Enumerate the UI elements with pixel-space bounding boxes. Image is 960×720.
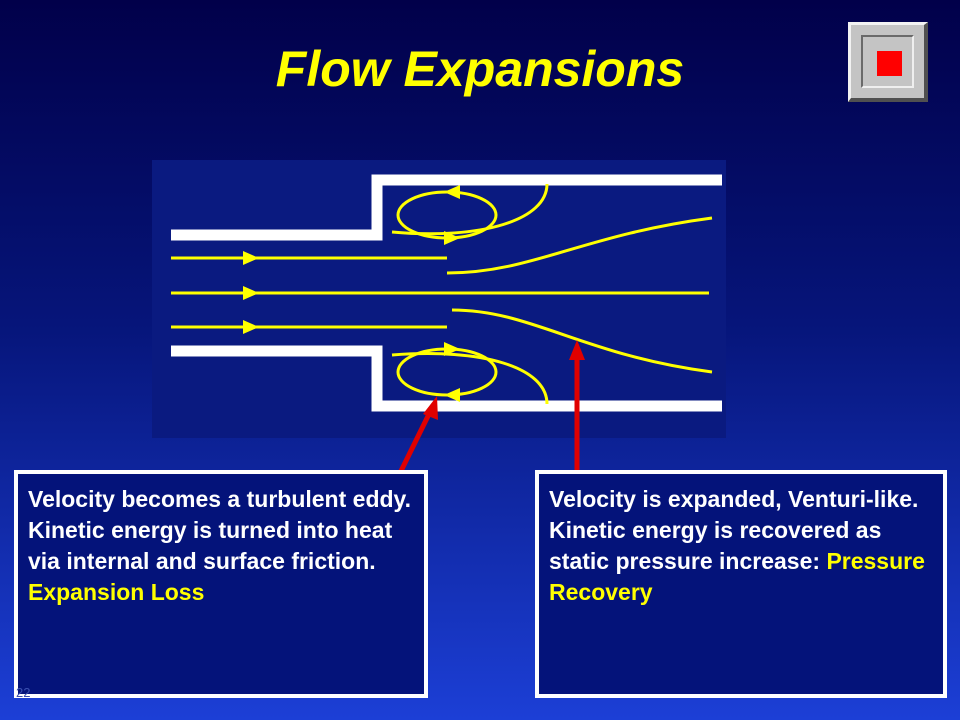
upper-expanding-streamline xyxy=(446,216,713,275)
slide-title: Flow Expansions xyxy=(275,41,685,97)
pressure-recovery-text: Velocity is expanded, Venturi-like. Kine… xyxy=(549,486,919,574)
pointer-arrowhead xyxy=(423,396,438,420)
expansion-loss-label: Expansion Loss xyxy=(28,579,205,605)
eddy-arrowhead xyxy=(444,388,460,402)
pointer-arrow-eddy xyxy=(398,410,433,473)
pipe-expansion-diagram xyxy=(152,160,726,438)
stop-nav-button[interactable] xyxy=(848,22,928,102)
eddy-arrowhead xyxy=(444,342,460,356)
expansion-loss-callout: Velocity becomes a turbulent eddy. Kinet… xyxy=(14,470,428,698)
lower-dividing-streamline xyxy=(391,352,549,405)
upper-pipe-wall xyxy=(171,174,722,241)
flow-arrowhead xyxy=(243,286,259,300)
pointer-arrowhead xyxy=(569,340,585,360)
pipe-expansion-svg xyxy=(171,174,722,412)
lower-expanding-streamline xyxy=(451,308,713,374)
eddy-arrowhead xyxy=(444,231,460,245)
flow-arrowhead xyxy=(243,251,259,265)
flow-arrowhead xyxy=(243,320,259,334)
nav-button-bevel xyxy=(861,35,914,88)
lower-pipe-wall xyxy=(171,345,722,412)
pressure-recovery-label: Pressure Recovery xyxy=(549,548,925,605)
pressure-recovery-callout: Velocity is expanded, Venturi-like. Kine… xyxy=(535,470,947,698)
stop-square-icon xyxy=(877,51,902,76)
slide-number: 22 xyxy=(16,685,31,700)
eddy-arrowhead xyxy=(444,185,460,199)
expansion-loss-text: Velocity becomes a turbulent eddy. Kinet… xyxy=(28,486,412,574)
